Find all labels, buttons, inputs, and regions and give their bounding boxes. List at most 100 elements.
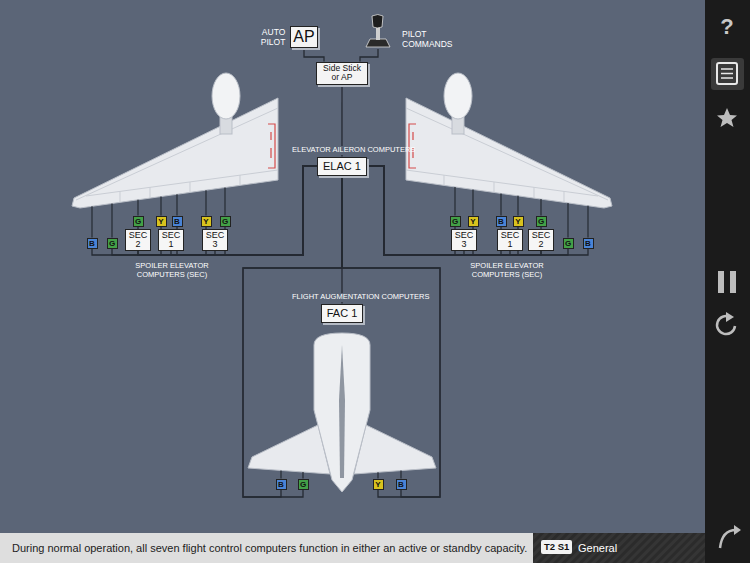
left-stabilizer	[248, 425, 330, 474]
right-flap-divider	[564, 191, 565, 202]
connector	[215, 166, 317, 255]
input-box: Side Stick or AP	[316, 62, 368, 85]
left-flap-line	[86, 170, 278, 196]
autopilot-box: AUTO PILOTAP	[290, 26, 317, 48]
right-flap-divider	[494, 182, 495, 192]
joystick-grip	[372, 15, 383, 29]
node-text: G	[221, 217, 230, 226]
node-text: G	[451, 217, 460, 226]
sec-box: SEC 1	[158, 229, 185, 251]
sec-box: SEC 3	[451, 229, 478, 251]
actuator-line	[400, 471, 401, 479]
connector	[161, 166, 317, 255]
node-text: B	[584, 239, 593, 248]
actuator-line	[205, 190, 206, 215]
node-text: G	[564, 239, 573, 248]
node-text: G	[537, 217, 546, 226]
connector	[367, 166, 541, 255]
tab-bar	[533, 533, 705, 563]
sidebar-highlight	[711, 58, 744, 90]
node-text: SEC 1	[162, 231, 181, 249]
node-text: FAC 1	[327, 307, 358, 320]
connector	[367, 166, 455, 255]
caption: During normal operation, all seven fligh…	[12, 542, 527, 555]
left-slat-line	[76, 108, 278, 200]
node-text: B	[497, 217, 506, 226]
sec-box: SEC 1	[497, 229, 524, 251]
right-flap-divider	[534, 187, 535, 198]
node-text: B	[173, 217, 182, 226]
actuator-line	[454, 187, 455, 216]
actuator-line	[224, 187, 225, 215]
hydraulic-box: G	[107, 238, 118, 249]
pause-icon	[718, 271, 724, 293]
star-icon	[717, 108, 737, 127]
hydraulic-box: B	[396, 479, 407, 490]
computer-box: ELEVATOR AILERON COMPUTERSELAC 1	[317, 157, 367, 176]
joystick-base	[366, 39, 390, 47]
hydraulic-box: Y	[468, 216, 479, 227]
right-wing	[406, 98, 612, 208]
hydraulic-box: B	[583, 238, 594, 249]
node-text: SEC 3	[455, 231, 474, 249]
node-text: SEC 2	[129, 231, 148, 249]
connector	[92, 166, 317, 255]
refresh-arrow	[726, 312, 734, 322]
connector	[367, 166, 501, 255]
group-label: SPOILER ELEVATOR COMPUTERS (SEC)	[455, 262, 559, 279]
connector	[171, 166, 317, 255]
node-heading: FLIGHT AUGMENTATION COMPUTERS	[290, 293, 394, 302]
left-flap-divider	[150, 187, 151, 198]
actuator-line	[160, 197, 161, 216]
joystick-icon	[364, 13, 392, 49]
left-flap-divider	[240, 175, 241, 185]
connector	[138, 166, 317, 255]
connector	[367, 166, 588, 255]
hydraulic-box: G	[298, 479, 309, 490]
section-title: General	[578, 541, 617, 555]
hydraulic-box: B	[172, 216, 183, 227]
connector	[367, 166, 541, 255]
connector	[304, 48, 324, 62]
connector	[243, 176, 342, 498]
sec-box: SEC 2	[528, 229, 555, 251]
list-icon-lines	[721, 69, 733, 78]
sec-box: SEC 3	[202, 229, 229, 251]
sidebar	[705, 0, 750, 563]
node-text: Side Stick or AP	[320, 64, 364, 83]
node-text: AP	[293, 27, 314, 47]
hydraulic-box: Y	[513, 216, 524, 227]
computer-box: FLIGHT AUGMENTATION COMPUTERSFAC 1	[321, 304, 364, 323]
node-text: SEC 3	[206, 231, 225, 249]
forward-icon	[720, 530, 736, 548]
node-heading: AUTO PILOT	[259, 28, 288, 47]
connector	[342, 176, 440, 498]
actuator-line	[137, 200, 138, 216]
sidestick-icon-node: PILOT COMMANDS	[364, 13, 392, 49]
hydraulic-box: Y	[201, 216, 212, 227]
hydraulic-box: G	[133, 216, 144, 227]
hydraulic-box: G	[450, 216, 461, 227]
caption-bar: During normal operation, all seven fligh…	[0, 533, 533, 563]
actuator-line	[517, 196, 518, 216]
hydraulic-box: B	[276, 479, 287, 490]
actuator-line	[472, 189, 473, 215]
connector	[367, 166, 568, 255]
help-icon: ?	[712, 14, 742, 40]
right-slat-line	[406, 108, 608, 200]
node-text: SEC 1	[501, 231, 520, 249]
right-root-marking	[409, 124, 416, 168]
actuator-line	[176, 194, 177, 215]
left-flap-divider	[120, 191, 121, 202]
left-wing	[72, 98, 278, 208]
section-tab: T2 S1	[541, 540, 572, 554]
hydraulic-box: G	[220, 216, 231, 227]
node-heading: ELEVATOR AILERON COMPUTERS	[290, 146, 394, 155]
node-text: ELAC 1	[323, 160, 361, 173]
right-engine	[444, 73, 472, 119]
hydraulic-box: G	[536, 216, 547, 227]
connector	[112, 166, 317, 255]
node-text: B	[88, 239, 97, 248]
pause-icon	[730, 271, 736, 293]
connector	[367, 166, 510, 255]
